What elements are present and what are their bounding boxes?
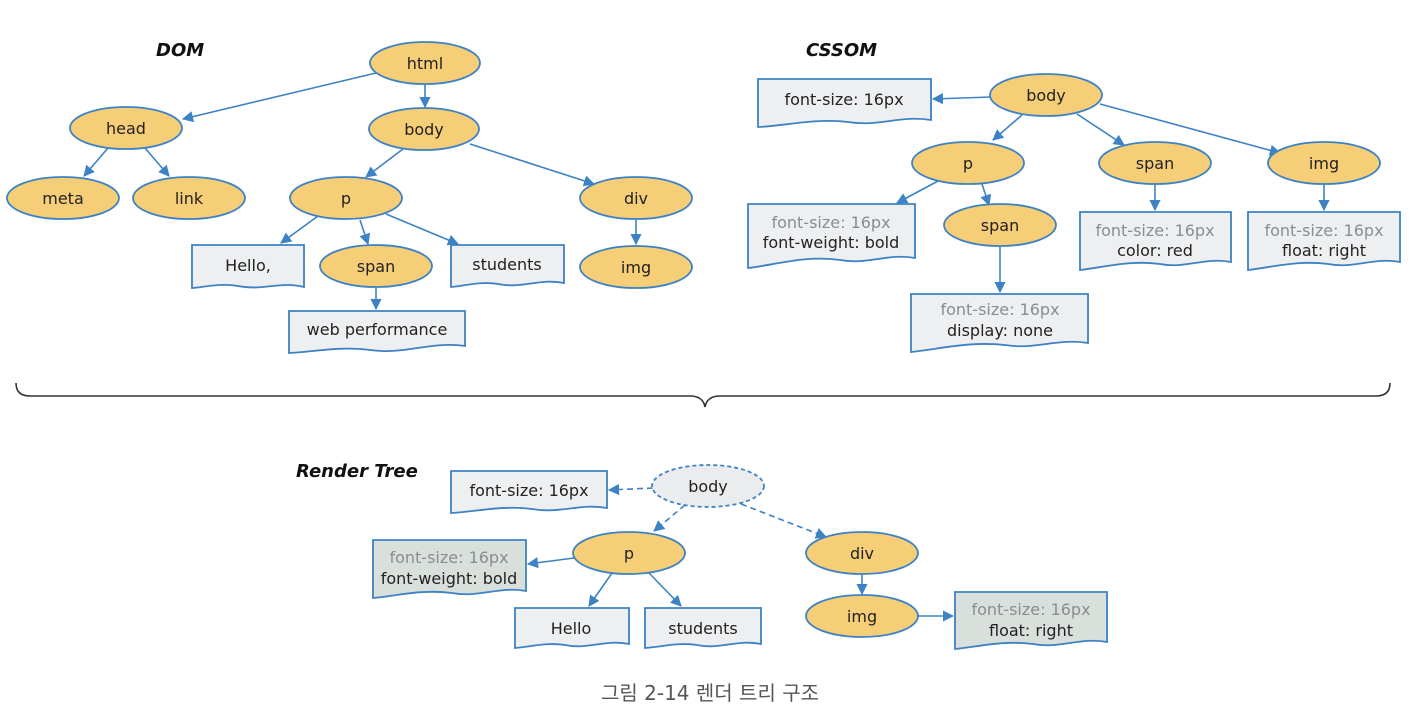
render-tree-title: Render Tree <box>296 461 418 482</box>
cssom-title: CSSOM <box>806 40 877 61</box>
render-text-hello: Hello <box>514 607 630 649</box>
edge-cssom-body-style <box>931 93 992 105</box>
edge-cssom-body-span <box>1076 113 1125 146</box>
cssom-span-nested-style-note: font-size: 16px display: none <box>910 293 1089 353</box>
merge-brace <box>15 382 1391 408</box>
edge-render-p-students <box>648 572 682 607</box>
edge-render-body-style <box>607 483 654 496</box>
dom-node-span: span <box>319 244 433 288</box>
edge-body-p <box>365 148 404 178</box>
dom-node-meta: meta <box>6 176 120 220</box>
cssom-img-style-label: float: right <box>1282 241 1366 260</box>
render-p-inherited-label: font-size: 16px <box>389 548 508 567</box>
dom-text-hello-label: Hello, <box>225 256 271 275</box>
cssom-img-style-note: font-size: 16px float: right <box>1247 211 1401 272</box>
dom-text-webperf-label: web performance <box>307 320 448 339</box>
cssom-span-nested-label: span <box>981 216 1019 235</box>
dom-text-hello: Hello, <box>191 244 305 289</box>
dom-title: DOM <box>156 40 204 61</box>
edge-cssom-p-style <box>896 180 939 204</box>
cssom-node-span-nested: span <box>943 203 1057 247</box>
edge-head-link <box>144 147 170 177</box>
cssom-img-label: img <box>1309 154 1339 173</box>
render-img-style-label: float: right <box>989 621 1073 640</box>
dom-meta-label: meta <box>42 189 84 208</box>
edge-render-p-hello <box>588 572 613 607</box>
dom-html-label: html <box>407 54 443 73</box>
render-edges <box>526 483 955 622</box>
render-img-style-note: font-size: 16px float: right <box>954 591 1108 650</box>
edge-p-hello <box>280 215 319 244</box>
edge-cssom-body-p <box>992 114 1023 141</box>
edge-render-p-style <box>526 557 575 569</box>
edge-cssom-p-span <box>980 183 992 207</box>
edge-body-div <box>469 143 596 187</box>
cssom-body-style-note: font-size: 16px <box>757 78 932 128</box>
render-text-hello-label: Hello <box>551 619 592 638</box>
render-div-label: div <box>850 544 874 563</box>
edge-head-meta <box>83 147 109 177</box>
figure-caption: 그림 2-14 렌더 트리 구조 <box>601 681 819 705</box>
dom-head-label: head <box>106 119 146 138</box>
cssom-node-img: img <box>1267 141 1381 185</box>
cssom-node-p: p <box>911 141 1025 185</box>
render-body-label: body <box>688 477 728 496</box>
edge-render-body-p <box>653 504 686 532</box>
dom-node-img: img <box>579 245 693 289</box>
render-node-body: body <box>651 464 765 508</box>
cssom-p-style-label: font-weight: bold <box>763 233 900 252</box>
render-node-img: img <box>805 594 919 638</box>
edge-p-students <box>385 213 460 246</box>
edge-html-head <box>181 72 377 123</box>
edge-p-span <box>359 219 371 246</box>
cssom-span-style-note: font-size: 16px color: red <box>1079 211 1232 272</box>
render-node-p: p <box>572 531 686 575</box>
cssom-span-inherited-label: font-size: 16px <box>1095 221 1214 240</box>
render-body-style-label: font-size: 16px <box>469 481 588 500</box>
dom-link-label: link <box>175 189 204 208</box>
cssom-span-nested-style-label: display: none <box>947 321 1053 340</box>
dom-p-label: p <box>341 189 351 208</box>
dom-node-div: div <box>579 176 693 220</box>
dom-node-html: html <box>369 41 481 85</box>
dom-edges <box>83 72 642 311</box>
cssom-p-inherited-label: font-size: 16px <box>771 213 890 232</box>
dom-text-web-performance: web performance <box>288 310 466 354</box>
cssom-img-inherited-label: font-size: 16px <box>1264 221 1383 240</box>
dom-node-p: p <box>289 176 403 220</box>
dom-node-link: link <box>132 176 246 220</box>
cssom-p-style-note: font-size: 16px font-weight: bold <box>747 203 916 270</box>
cssom-edges <box>896 93 1330 294</box>
cssom-node-span: span <box>1098 141 1212 185</box>
cssom-body-style-label: font-size: 16px <box>784 90 903 109</box>
cssom-span-label: span <box>1136 154 1174 173</box>
render-text-students-label: students <box>668 619 738 638</box>
render-img-inherited-label: font-size: 16px <box>971 600 1090 619</box>
dom-text-students: students <box>450 244 565 288</box>
cssom-node-body: body <box>989 73 1103 117</box>
dom-body-label: body <box>404 120 444 139</box>
render-img-label: img <box>847 607 877 626</box>
cssom-p-label: p <box>963 154 973 173</box>
dom-img-label: img <box>621 258 651 277</box>
dom-node-body: body <box>368 107 480 151</box>
dom-div-label: div <box>624 189 648 208</box>
dom-span-label: span <box>357 257 395 276</box>
edge-cssom-body-img <box>1099 103 1282 156</box>
dom-node-head: head <box>69 106 183 150</box>
cssom-body-label: body <box>1026 86 1066 105</box>
edge-render-body-div <box>740 503 828 539</box>
render-body-style-note: font-size: 16px <box>450 470 608 514</box>
dom-text-students-label: students <box>472 255 542 274</box>
cssom-span-nested-inherited-label: font-size: 16px <box>940 300 1059 319</box>
render-p-label: p <box>624 544 634 563</box>
render-text-students: students <box>644 607 762 649</box>
render-p-style-note: font-size: 16px font-weight: bold <box>372 539 527 599</box>
cssom-span-style-label: color: red <box>1117 241 1193 260</box>
render-node-div: div <box>805 531 919 575</box>
render-p-style-label: font-weight: bold <box>381 569 518 588</box>
